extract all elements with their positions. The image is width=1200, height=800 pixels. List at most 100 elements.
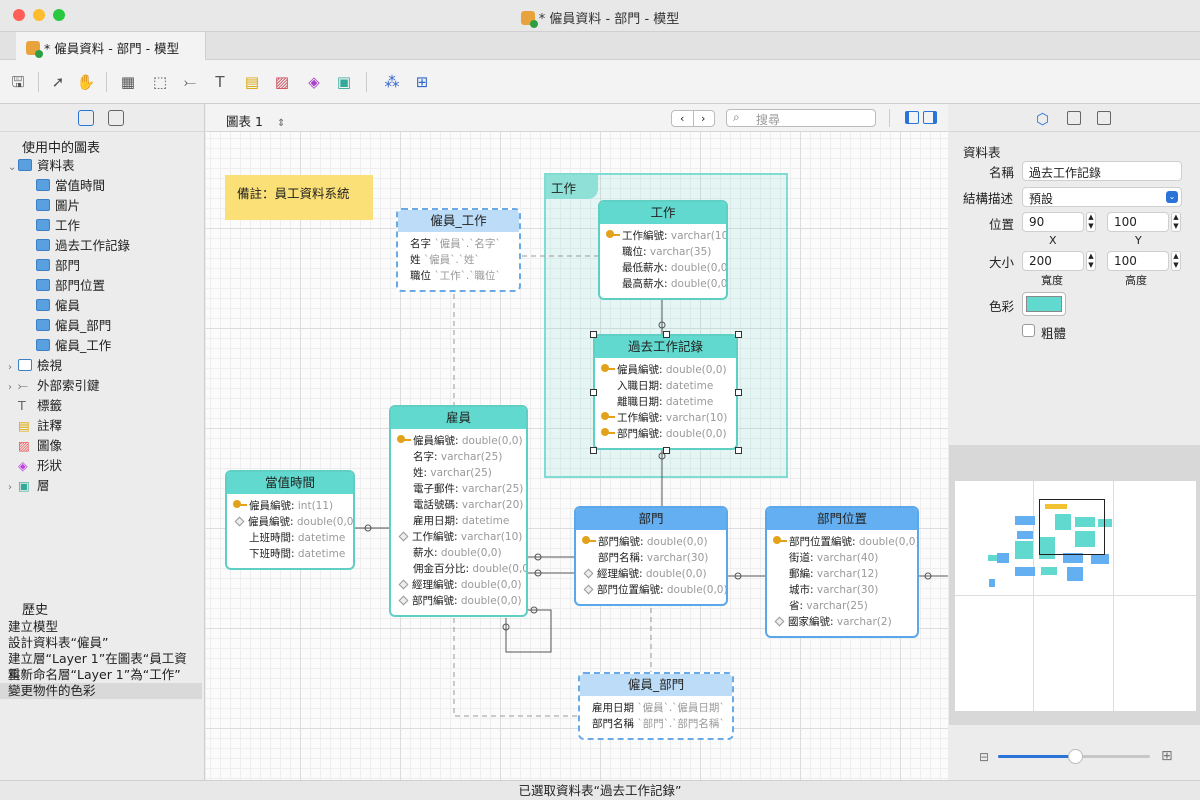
search-input[interactable]: ⌕搜尋 [726, 109, 876, 127]
entity-field[interactable]: 雇用日期: datetime [413, 515, 510, 527]
entity-field[interactable]: 名字 `僱員`.`名字` [410, 238, 501, 250]
entity-duty[interactable]: 當值時間僱員編號: int(11)僱員編號: double(0,0)上班時間: … [225, 470, 355, 570]
history-item[interactable]: 重新命名層“Layer 1”為“工作” [8, 667, 181, 682]
tree-group-tables[interactable]: ⌄資料表 [0, 156, 205, 176]
x-stepper[interactable]: ▲▼ [1086, 212, 1096, 232]
entity-employee[interactable]: 雇員僱員編號: double(0,0)名字: varchar(25)姓: var… [389, 405, 528, 617]
entity-field[interactable]: 工作編號: varchar(10) [600, 228, 726, 244]
entity-field[interactable]: 最高薪水: double(0,0) [622, 278, 728, 290]
preview-icon[interactable]: ⊞ [415, 73, 429, 91]
width-stepper[interactable]: ▲▼ [1086, 251, 1096, 271]
diagram-canvas[interactable]: 圖表 1⇕ ‹› ⌕搜尋 工作 備註：員工 [206, 104, 948, 780]
entity-field[interactable]: 部門編號: double(0,0) [391, 593, 526, 609]
entity-field[interactable]: 職位 `工作`.`職位` [410, 270, 501, 282]
entity-field[interactable]: 名字: varchar(25) [413, 451, 503, 463]
entity-field[interactable]: 電子郵件: varchar(25) [413, 483, 524, 495]
color-well[interactable] [1022, 292, 1066, 316]
y-stepper[interactable]: ▲▼ [1171, 212, 1181, 232]
tree-item-table[interactable]: 僱員_工作 [0, 336, 205, 356]
tree-item-table[interactable]: 部門 [0, 256, 205, 276]
auto-layout-icon[interactable]: ⁂ [384, 73, 400, 91]
history-item[interactable]: 建立層“Layer 1”在圖表“員工資料” [8, 651, 187, 682]
info-tab-icon[interactable] [1067, 111, 1081, 125]
chevron-right-icon[interactable]: › [8, 362, 12, 373]
entity-job[interactable]: 工作工作編號: varchar(10)職位: varchar(35)最低薪水: … [598, 200, 728, 300]
tree-item-table[interactable]: 當值時間 [0, 176, 205, 196]
label-icon[interactable]: T [215, 73, 225, 91]
entity-field[interactable]: 僱員編號: int(11) [227, 498, 353, 514]
selection-handle[interactable] [662, 447, 670, 454]
image-icon[interactable]: ▨ [274, 73, 290, 91]
new-view-icon[interactable]: ⬚ [152, 73, 168, 91]
chevron-right-icon[interactable]: › [8, 382, 12, 393]
entity-field[interactable]: 姓: varchar(25) [413, 467, 492, 479]
tree-group-shapes[interactable]: ◈形狀 [0, 456, 205, 476]
entity-field[interactable]: 入職日期: datetime [617, 380, 714, 392]
entity-field[interactable]: 僱員編號: double(0,0) [227, 514, 353, 530]
entity-field[interactable]: 僱員編號: double(0,0) [391, 433, 526, 449]
entity-field[interactable]: 工作編號: varchar(10) [391, 529, 526, 545]
entity-field[interactable]: 僱員編號: double(0,0) [595, 362, 736, 378]
entity-field[interactable]: 部門名稱 `部門`.`部門名稱` [592, 718, 725, 730]
schema-select[interactable]: 預設⌄ [1022, 187, 1182, 207]
diagram-objects-tab-icon[interactable] [78, 110, 94, 126]
entity-field[interactable]: 省: varchar(25) [789, 600, 868, 612]
entity-field[interactable]: 城市: varchar(30) [789, 584, 879, 596]
entity-loc[interactable]: 部門位置部門位置編號: double(0,0)街道: varchar(40)郵編… [765, 506, 919, 638]
object-cube-icon[interactable]: ⬡ [1036, 110, 1050, 128]
chevron-right-icon[interactable]: › [8, 482, 12, 493]
hand-icon[interactable]: ✋ [76, 73, 96, 91]
note-icon[interactable]: ▤ [244, 73, 260, 91]
diagram-grid[interactable]: 工作 備註：員工資料系統 僱員_工作名字 `僱員`.`名字`姓 `僱員`.`姓`… [206, 132, 948, 780]
name-field[interactable]: 過去工作記錄 [1022, 161, 1182, 181]
chevron-down-icon[interactable]: ⌄ [8, 162, 17, 173]
tree-item-table[interactable]: 過去工作記錄 [0, 236, 205, 256]
selection-handle[interactable] [735, 447, 742, 454]
entity-field[interactable]: 下班時間: datetime [249, 548, 346, 560]
entity-field[interactable]: 姓 `僱員`.`姓` [410, 254, 480, 266]
tree-item-table[interactable]: 工作 [0, 216, 205, 236]
shape-icon[interactable]: ◈ [308, 73, 320, 91]
entity-field[interactable]: 佣金百分比: double(0,0) [413, 563, 528, 575]
entity-emp-dept[interactable]: 僱員_部門雇用日期 `僱員`.`僱員日期`部門名稱 `部門`.`部門名稱` [578, 672, 734, 740]
entity-field[interactable]: 部門名稱: varchar(30) [598, 552, 709, 564]
zoom-in-icon[interactable]: ⊞ [1161, 748, 1173, 764]
y-field[interactable]: 100 [1107, 212, 1169, 232]
zoom-slider[interactable] [998, 749, 1150, 764]
selection-handle[interactable] [590, 447, 597, 454]
selection-handle[interactable] [590, 389, 597, 396]
toggle-left-panel-icon[interactable] [905, 111, 919, 124]
x-field[interactable]: 90 [1022, 212, 1084, 232]
diagram-select[interactable]: 圖表 1⇕ [226, 114, 286, 129]
height-stepper[interactable]: ▲▼ [1171, 251, 1181, 271]
entity-dept[interactable]: 部門部門編號: double(0,0)部門名稱: varchar(30)經理編號… [574, 506, 728, 606]
zoom-window-button[interactable] [53, 9, 65, 21]
preview-tab-icon[interactable] [108, 110, 124, 126]
tree-group-notes[interactable]: ▤註釋 [0, 416, 205, 436]
save-icon[interactable]: 🖫 [11, 73, 25, 91]
entity-field[interactable]: 職位: varchar(35) [622, 246, 712, 258]
entity-field[interactable]: 經理編號: double(0,0) [576, 566, 726, 582]
document-tab[interactable]: * 僱員資料 - 部門 - 模型 [16, 32, 206, 60]
preview-tab-icon[interactable] [1097, 111, 1111, 125]
entity-field[interactable]: 離職日期: datetime [617, 396, 714, 408]
entity-field[interactable]: 經理編號: double(0,0) [391, 577, 526, 593]
history-item[interactable]: 設計資料表“僱員” [8, 635, 109, 650]
zoom-out-icon[interactable]: ⊟ [979, 750, 990, 764]
history-item-selected[interactable]: 變更物件的色彩 [0, 683, 202, 699]
height-field[interactable]: 100 [1107, 251, 1169, 271]
entity-field[interactable]: 部門編號: double(0,0) [576, 534, 726, 550]
entity-emp-job[interactable]: 僱員_工作名字 `僱員`.`名字`姓 `僱員`.`姓`職位 `工作`.`職位` [396, 208, 521, 292]
minimap-viewport[interactable] [1039, 499, 1105, 555]
tree-group-images[interactable]: ▨圖像 [0, 436, 205, 456]
minimap[interactable] [955, 481, 1196, 711]
new-table-icon[interactable]: ▦ [120, 73, 136, 91]
forward-icon[interactable]: › [701, 112, 706, 125]
selection-handle[interactable] [662, 331, 670, 338]
entity-field[interactable]: 部門編號: double(0,0) [595, 426, 736, 442]
entity-field[interactable]: 最低薪水: double(0,0) [622, 262, 728, 274]
selection-handle[interactable] [590, 331, 597, 338]
tree-group-foreign-keys[interactable]: ›⤚外部索引鍵 [0, 376, 205, 396]
selection-handle[interactable] [735, 331, 742, 338]
